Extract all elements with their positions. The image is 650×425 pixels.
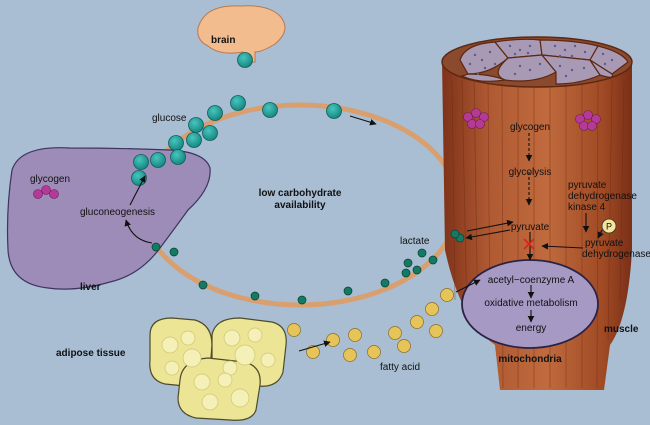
liver: [6, 147, 211, 290]
liver-glycogen-label: glycogen: [30, 174, 70, 185]
glucose-molecules: [131, 95, 342, 186]
pdk-label-line3: kinase 4: [568, 202, 606, 213]
lactate-molecules: [151, 229, 465, 305]
pathway-arrows: [124, 115, 604, 352]
acetyl-coa-label: acetyl−coenzyme A: [488, 275, 575, 286]
liver-label: liver: [80, 282, 101, 293]
pdh-label-line1: pyruvate: [585, 238, 624, 249]
liver-glycogen-granules: [33, 185, 59, 199]
adipose-tissue-label: adipose tissue: [56, 348, 126, 359]
pyruvate-label: pyruvate: [511, 222, 550, 233]
glycolysis-label: glycolysis: [509, 167, 552, 178]
fatty-acid-label: fatty acid: [380, 362, 420, 373]
gluconeogenesis-label: gluconeogenesis: [80, 207, 155, 218]
fatty-acid-molecules: [287, 288, 454, 362]
glucose-label: glucose: [152, 113, 187, 124]
muscle-glycogen-granules-left: [463, 108, 489, 129]
oxidative-metabolism-label: oxidative metabolism: [484, 298, 577, 309]
brain-label: brain: [211, 35, 235, 46]
svg-text:P: P: [606, 222, 612, 232]
pdk-label-line1: pyruvate: [568, 180, 607, 191]
muscle-label: muscle: [604, 324, 639, 335]
phosphate-marker: P: [601, 218, 617, 234]
low-carb-label-line1: low carbohydrate: [259, 188, 342, 199]
mitochondria-label: mitochondria: [498, 354, 562, 365]
pdh-label-line2: dehydrogenase: [582, 249, 650, 260]
muscle-glycogen-label: glycogen: [510, 122, 550, 133]
energy-label: energy: [516, 323, 547, 334]
pdk-label-line2: dehydrogenase: [568, 191, 637, 202]
lactate-label: lactate: [400, 236, 430, 247]
inhibition-cross: [523, 238, 535, 250]
brain: [197, 5, 286, 68]
adipose-tissue: [149, 317, 287, 421]
muscle-glycogen-granules-right: [575, 110, 601, 131]
low-carb-label-line2: availability: [274, 200, 326, 211]
